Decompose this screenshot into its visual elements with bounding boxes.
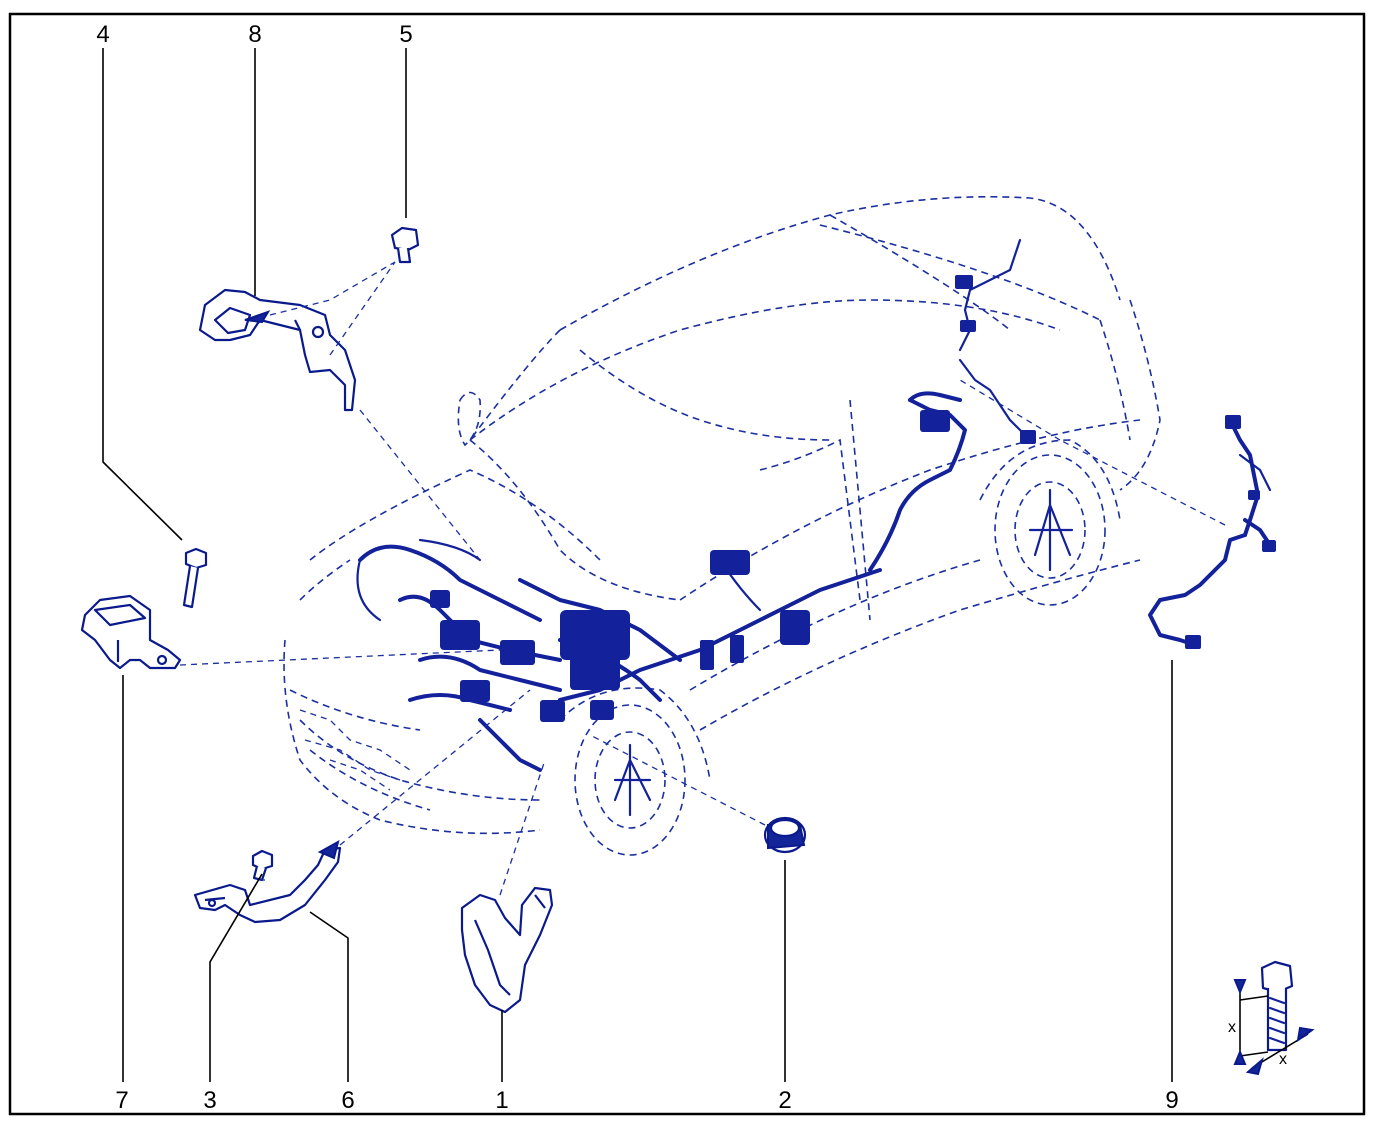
torque-bolt-symbol: x x	[1228, 960, 1315, 1076]
callout-4: 4	[96, 21, 109, 48]
callout-8: 8	[248, 21, 261, 48]
part-6-strap	[193, 840, 342, 924]
body-harness	[868, 238, 1036, 572]
torque-dim-label-a: x	[1228, 1019, 1236, 1036]
vehicle-outline	[283, 195, 1161, 856]
callout-2: 2	[778, 1087, 791, 1114]
part-9-harness	[1148, 415, 1276, 649]
callout-5: 5	[399, 21, 412, 48]
rear-wheel-spokes	[1028, 488, 1074, 572]
front-wheel-spokes	[613, 743, 652, 817]
part-4-bolt	[182, 547, 208, 609]
callout-6: 6	[341, 1087, 354, 1114]
part-8-bracket	[198, 288, 357, 412]
part-7-bracket	[80, 594, 182, 670]
callout-leaders	[102, 48, 1173, 1082]
callout-1: 1	[495, 1087, 508, 1114]
callout-7: 7	[115, 1087, 128, 1114]
callout-labels: 4 8 5 7 3 6 1 2 9	[96, 21, 1178, 1114]
engine-harness	[356, 538, 882, 772]
part-5-bolt	[390, 226, 420, 264]
diagram-border	[8, 12, 1366, 1116]
part-3-bolt	[251, 849, 274, 882]
part-2-grommet	[763, 816, 807, 854]
callout-9: 9	[1165, 1087, 1178, 1114]
torque-dim-label-b: x	[1279, 1051, 1287, 1068]
callout-3: 3	[203, 1087, 216, 1114]
assembly-lines	[179, 261, 1226, 896]
part-1-strap	[460, 886, 554, 1014]
